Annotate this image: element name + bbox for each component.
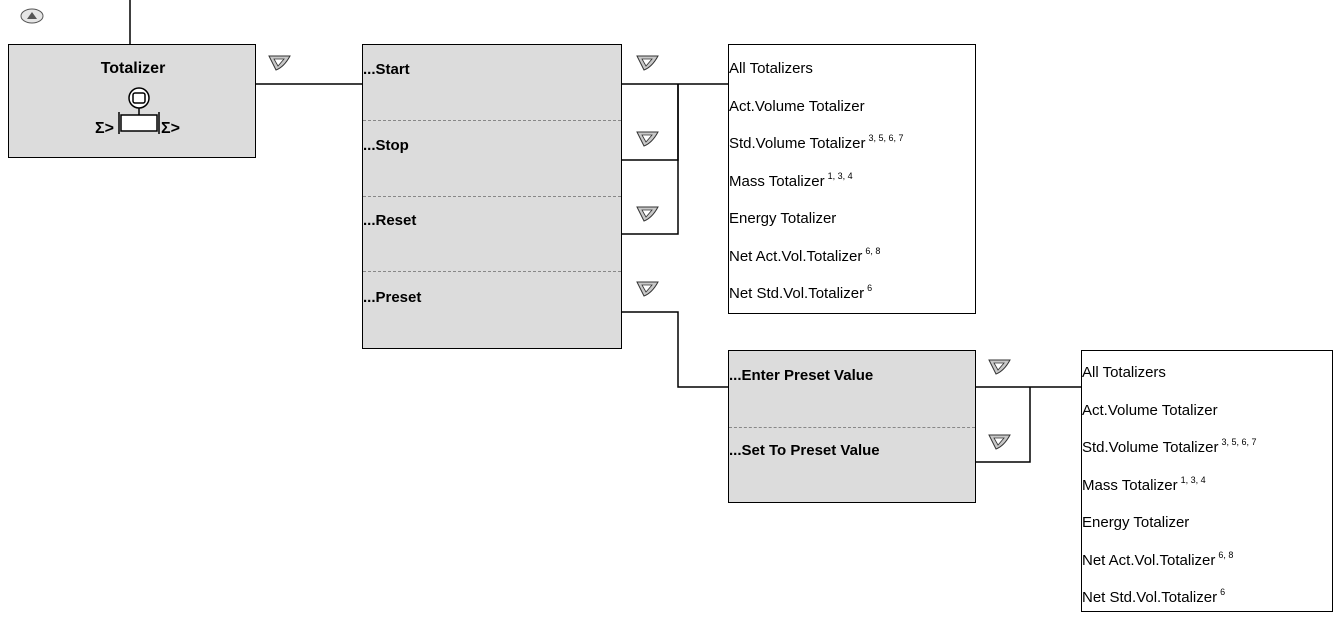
option-label: Mass Totalizer bbox=[1082, 476, 1178, 494]
down-key-icon[interactable] bbox=[636, 281, 659, 297]
option-label: Net Std.Vol.Totalizer bbox=[729, 285, 865, 302]
totalizer-menu-box: ...Start ...Stop ...Reset ...Preset bbox=[362, 44, 622, 349]
option-item[interactable]: All Totalizers bbox=[1082, 364, 1166, 381]
sigma-right-label: Σ> bbox=[161, 120, 180, 137]
option-label: Net Act.Vol.Totalizer bbox=[729, 247, 863, 265]
option-footnote: 1, 3, 4 bbox=[1180, 474, 1206, 485]
menu-item-stop[interactable]: ...Stop bbox=[363, 137, 409, 154]
menu-divider bbox=[363, 196, 621, 197]
option-label: Energy Totalizer bbox=[1082, 514, 1190, 531]
option-footnote: 6, 8 bbox=[865, 245, 881, 256]
option-label: Std.Volume Totalizer bbox=[729, 135, 866, 152]
option-footnote: 3, 5, 6, 7 bbox=[868, 133, 904, 143]
totalizer-flowmeter-icon: Σ> Σ> bbox=[89, 85, 189, 145]
menu-item-set-to-preset-value[interactable]: ...Set To Preset Value bbox=[729, 442, 880, 459]
option-label: All Totalizers bbox=[1082, 364, 1166, 381]
menu-divider bbox=[729, 427, 975, 428]
option-label: Net Act.Vol.Totalizer bbox=[1082, 551, 1216, 569]
option-label: Std.Volume Totalizer bbox=[1082, 439, 1219, 456]
option-item[interactable]: Act.Volume Totalizer bbox=[1082, 402, 1218, 419]
option-item[interactable]: Energy Totalizer bbox=[1082, 514, 1189, 531]
sigma-left-label: Σ> bbox=[95, 120, 114, 137]
preset-menu-box: ...Enter Preset Value ...Set To Preset V… bbox=[728, 350, 976, 503]
up-key-icon[interactable] bbox=[20, 8, 44, 24]
option-footnote: 1, 3, 4 bbox=[827, 170, 853, 181]
down-key-icon[interactable] bbox=[636, 131, 659, 147]
menu-item-start[interactable]: ...Start bbox=[363, 61, 410, 78]
totalizer-root-box[interactable]: Totalizer Σ> Σ> bbox=[8, 44, 256, 158]
option-label: Net Std.Vol.Totalizer bbox=[1082, 589, 1218, 606]
option-label: Mass Totalizer bbox=[729, 172, 825, 190]
option-label: All Totalizers bbox=[729, 60, 813, 77]
down-key-icon[interactable] bbox=[636, 55, 659, 71]
option-footnote: 6 bbox=[867, 283, 873, 293]
option-footnote: 6 bbox=[1220, 587, 1226, 597]
down-key-icon[interactable] bbox=[988, 434, 1011, 450]
menu-item-enter-preset-value[interactable]: ...Enter Preset Value bbox=[729, 367, 874, 384]
down-key-icon[interactable] bbox=[268, 55, 291, 71]
menu-divider bbox=[363, 120, 621, 121]
option-label: Act.Volume Totalizer bbox=[729, 97, 865, 115]
option-item[interactable]: Energy Totalizer bbox=[729, 210, 836, 227]
option-label: Act.Volume Totalizer bbox=[1082, 401, 1218, 419]
option-footnote: 3, 5, 6, 7 bbox=[1221, 437, 1257, 447]
option-item[interactable]: Act.Volume Totalizer bbox=[729, 98, 865, 115]
option-label: Energy Totalizer bbox=[729, 210, 837, 227]
down-key-icon[interactable] bbox=[988, 359, 1011, 375]
page-title: Totalizer bbox=[100, 60, 166, 77]
option-footnote: 6, 8 bbox=[1218, 549, 1234, 560]
down-key-icon[interactable] bbox=[636, 206, 659, 222]
menu-divider bbox=[363, 271, 621, 272]
menu-item-reset[interactable]: ...Reset bbox=[363, 212, 417, 229]
menu-item-preset[interactable]: ...Preset bbox=[363, 289, 422, 306]
option-item[interactable]: All Totalizers bbox=[729, 60, 813, 77]
